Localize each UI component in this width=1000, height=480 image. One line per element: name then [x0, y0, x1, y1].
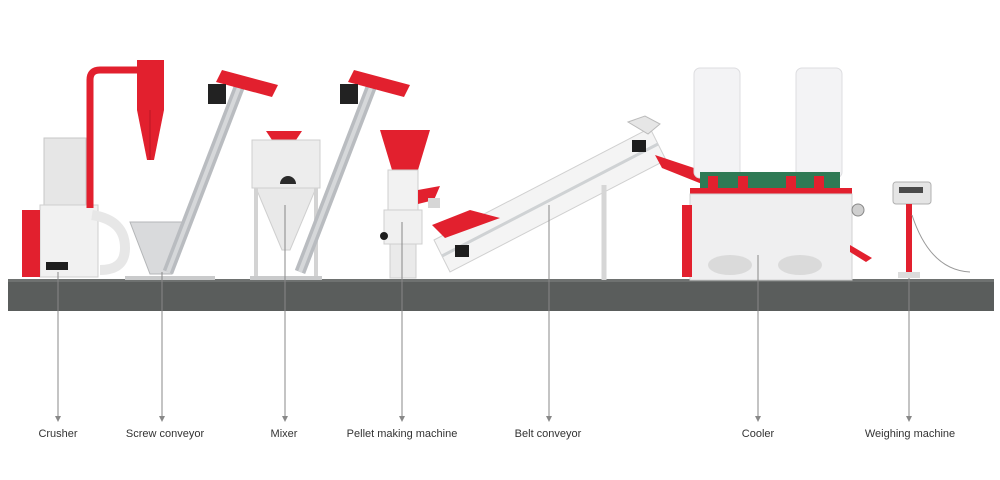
weighing-machine-label: Weighing machine — [864, 428, 956, 440]
mixer-leader-arrow — [282, 416, 288, 422]
weighing-machine — [892, 181, 971, 278]
weighing-machine-leader-arrow — [906, 416, 912, 422]
pellet-machine-leader-arrow — [399, 416, 405, 422]
pellet-machine-label: Pellet making machine — [346, 428, 458, 440]
screw-conveyor-label: Screw conveyor — [125, 428, 205, 440]
screw-conveyor-2-machine — [294, 70, 410, 274]
cooler-machine — [682, 67, 872, 281]
crusher-machine — [22, 60, 164, 278]
cooler-label: Cooler — [741, 428, 775, 440]
belt-conveyor-label: Belt conveyor — [514, 428, 582, 440]
crusher-leader-arrow — [55, 416, 61, 422]
mixer-label: Mixer — [270, 428, 298, 440]
crusher-label: Crusher — [38, 428, 78, 440]
cooler-leader-arrow — [755, 416, 761, 422]
mixer-machine — [250, 131, 322, 280]
screw-conveyor-machine — [125, 70, 278, 280]
screw-conveyor-leader-arrow — [159, 416, 165, 422]
belt-conveyor-machine — [432, 115, 712, 280]
leader-lines — [55, 205, 912, 422]
floor-slab-top-edge — [8, 279, 994, 282]
floor-slab — [8, 281, 994, 311]
belt-conveyor-leader-arrow — [546, 416, 552, 422]
pellet-making-machine — [380, 130, 440, 279]
